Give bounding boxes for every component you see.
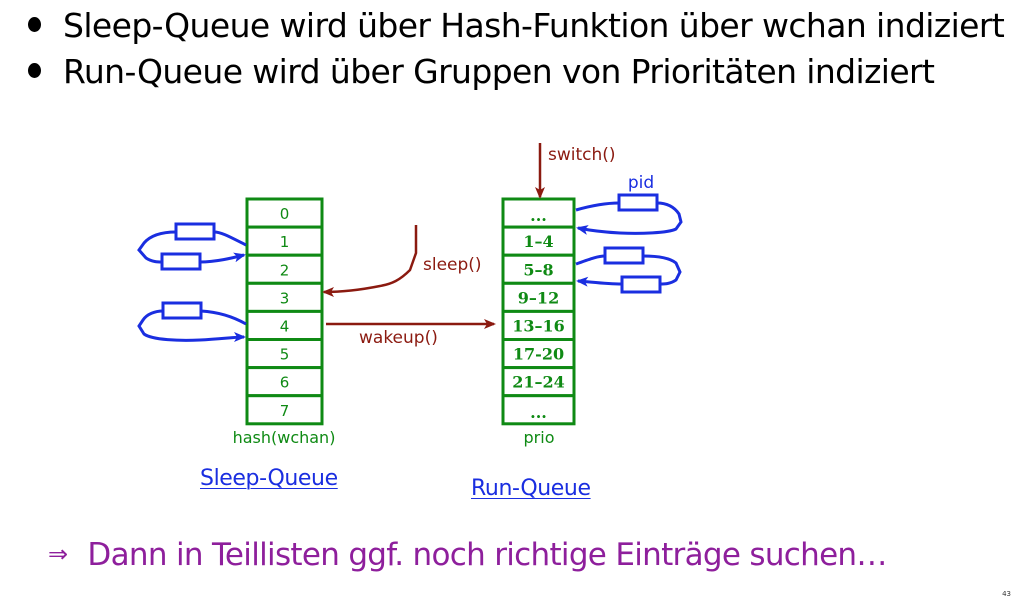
list-link-arrow [576, 254, 682, 284]
sleep-queue-link[interactable]: Sleep-Queue [200, 466, 338, 491]
sleep-queue-table: 0 1 2 3 4 5 6 7 [245, 197, 324, 426]
page-number: 43 [1002, 590, 1011, 598]
list-link-arrow [576, 201, 683, 233]
bullet-text: Sleep-Queue wird über Hash-Funktion über… [63, 6, 1005, 45]
sleep-queue-cell-label: 7 [280, 402, 290, 420]
sleep-queue-cell [245, 253, 324, 285]
bullet-item-sleep-queue: Sleep-Queue wird über Hash-Funktion über… [28, 6, 1005, 45]
sleep-queue-cell [245, 338, 324, 370]
run-queue-cell-label: 17-20 [513, 345, 564, 364]
conclusion-text: Dann in Teillisten ggf. noch richtige Ei… [87, 537, 887, 573]
pid-label: pid [628, 173, 654, 193]
run-queue-table: ... 1–4 5–8 9–12 13–16 17-20 21–24... [501, 197, 576, 426]
implies-arrow-icon: ⇒ [48, 540, 68, 568]
bullet-dot-icon [28, 63, 41, 78]
sleep-label: sleep() [423, 255, 482, 275]
sleep-queue-cell [245, 309, 324, 341]
list-node-box [160, 252, 202, 271]
sleep-queue-cell-label: 1 [280, 233, 290, 251]
sleep-arrow [322, 225, 418, 297]
run-queue-link[interactable]: Run-Queue [471, 476, 591, 501]
sleep-queue-cell [245, 394, 324, 426]
run-queue-index-label: prio [524, 428, 555, 447]
run-queue-cell-label: 9–12 [518, 288, 559, 307]
run-queue-cell-label: 5–8 [523, 260, 553, 279]
list-link-arrow [137, 309, 246, 340]
list-node-box [174, 222, 216, 241]
sleep-queue-cell-label: 2 [280, 261, 290, 279]
sleep-list-cell-1 [137, 222, 246, 271]
run-queue-cell-label: 1–4 [523, 232, 553, 251]
sleep-queue-index-label: hash(wchan) [233, 428, 336, 447]
list-node-box [617, 193, 659, 212]
bullet-text: Run-Queue wird über Gruppen von Prioritä… [63, 52, 935, 91]
sleep-queue-cell-label: 5 [280, 346, 290, 364]
list-node-box [603, 246, 645, 265]
sleep-queue-cell-label: 0 [280, 205, 290, 223]
run-queue-cell [501, 225, 576, 257]
run-queue-cell [501, 366, 576, 398]
run-queue-cell-label: ... [530, 206, 547, 225]
switch-label: switch() [548, 145, 616, 165]
conclusion-line: ⇒ Dann in Teillisten ggf. noch richtige E… [48, 537, 887, 573]
sleep-queue-cell [245, 225, 324, 257]
sleep-list-cell-4 [137, 301, 246, 340]
sleep-queue-cell-label: 6 [280, 374, 290, 392]
list-node-box [620, 275, 662, 294]
run-queue-cell-label: 21–24 [512, 373, 565, 392]
list-node-box [161, 301, 203, 320]
wakeup-label: wakeup() [359, 328, 438, 348]
sleep-queue-cell-label: 3 [280, 289, 290, 307]
bullet-dot-icon [28, 17, 41, 32]
run-queue-cell [501, 394, 576, 426]
run-list-cell-top [576, 193, 683, 233]
run-queue-cell [501, 197, 576, 229]
run-queue-cell-label: ... [530, 403, 547, 422]
bullet-item-run-queue: Run-Queue wird über Gruppen von Prioritä… [28, 52, 935, 91]
list-link-arrow [137, 230, 246, 262]
run-list-cell-5-8 [576, 246, 682, 294]
sleep-queue-cell [245, 366, 324, 398]
run-queue-cell-label: 13–16 [512, 316, 565, 335]
sleep-queue-cell-label: 4 [280, 317, 290, 335]
